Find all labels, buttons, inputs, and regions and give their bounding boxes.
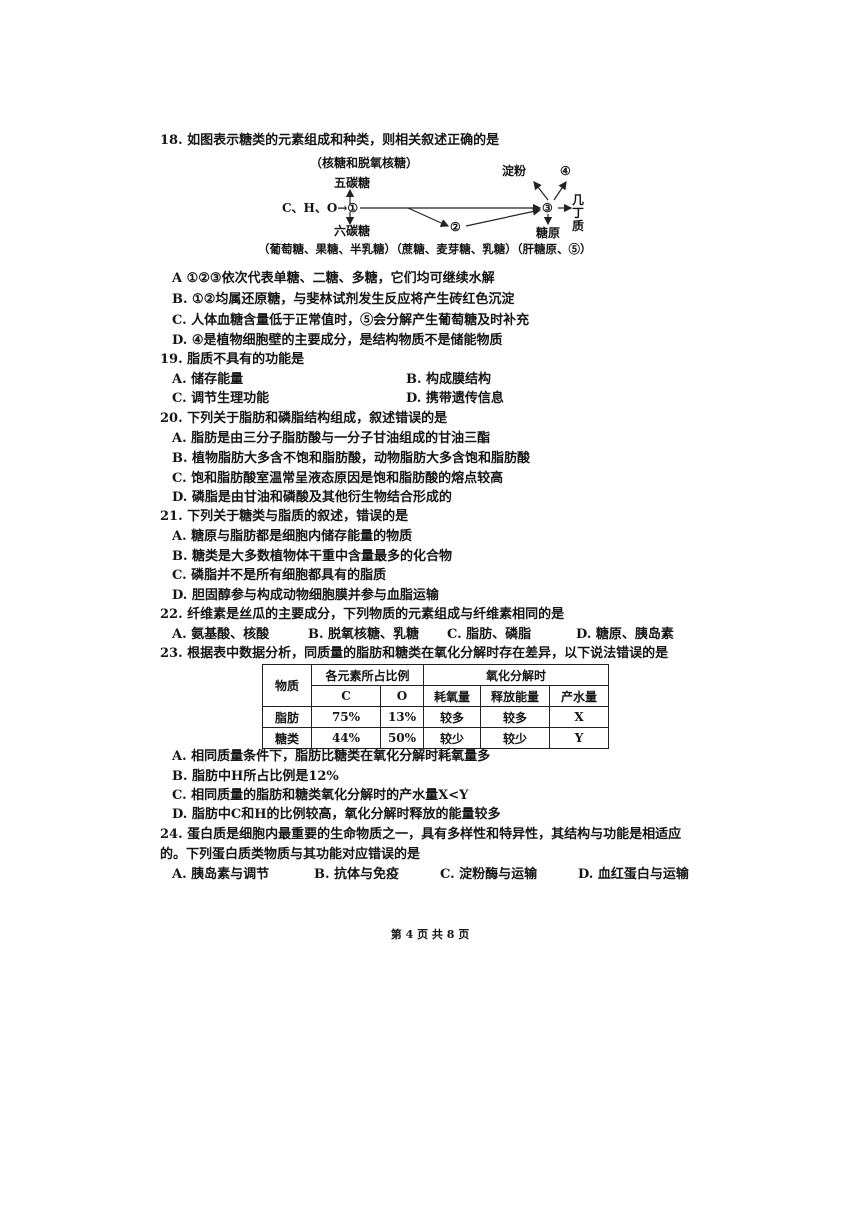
question-24-stem-line1: 24. 蛋白质是细胞内最重要的生命物质之一，具有多样性和特异性，其结构与功能是相… — [160, 827, 682, 842]
question-23-stem: 23. 根据表中数据分析，同质量的脂肪和糖类在氧化分解时存在差异，以下说法错误的… — [160, 646, 669, 661]
q23-option-d: D. 脂肪中C和H的比例较高，氧化分解时释放的能量较多 — [172, 807, 501, 822]
q21-option-d: D. 胆固醇参与构成动物细胞膜并参与血脂运输 — [172, 588, 439, 603]
q19-option-c: C. 调节生理功能 — [172, 391, 270, 406]
table-cell: 44% — [311, 727, 381, 749]
q20-option-a: A. 脂肪是由三分子脂肪酸与一分子甘油组成的甘油三酯 — [172, 431, 491, 446]
question-19-stem: 19. 脂质不具有的功能是 — [160, 352, 305, 367]
question-21-stem: 21. 下列关于糖类与脂质的叙述，错误的是 — [160, 509, 409, 524]
diagram-arrows — [345, 181, 573, 227]
q23-option-b: B. 脂肪中H所占比例是12% — [172, 769, 339, 784]
table-row: 脂肪 75% 13% 较多 较多 X — [262, 706, 609, 728]
table-header-oxidation: 氧化分解时 — [423, 664, 609, 686]
q24-option-a: A. 胰岛素与调节 — [172, 867, 270, 882]
q19-option-d: D. 携带遗传信息 — [406, 391, 504, 406]
arrow-to-starch — [533, 181, 549, 201]
diagram-starch: 淀粉 — [502, 164, 527, 178]
arrow-to-4 — [553, 181, 567, 201]
diagram-bottom-note: （葡萄糖、果糖、半乳糖）（蔗糖、麦芽糖、乳糖）（肝糖原、⑤） — [258, 242, 592, 256]
table-cell: 脂肪 — [262, 706, 312, 728]
table-header-energy: 释放能量 — [480, 685, 550, 707]
table-row: 糖类 44% 50% 较少 较少 Y — [262, 727, 609, 749]
table-cell: 较多 — [423, 706, 481, 728]
q18-option-b: B. ①②均属还原糖，与斐林试剂发生反应将产生砖红色沉淀 — [172, 292, 515, 307]
question-18-stem: 18. 如图表示糖类的元素组成和种类，则相关叙述正确的是 — [160, 133, 500, 148]
question-24-stem-line2: 的。下列蛋白质类物质与其功能对应错误的是 — [160, 847, 421, 862]
q19-option-b: B. 构成膜结构 — [406, 372, 492, 387]
table-cell: 75% — [311, 706, 381, 728]
table-header-o2: 耗氧量 — [423, 685, 481, 707]
q21-option-a: A. 糖原与脂肪都是细胞内储存能量的物质 — [172, 529, 413, 544]
q20-option-d: D. 磷脂是由甘油和磷酸及其他衍生物结合形成的 — [172, 490, 452, 505]
arrow-2-to-3 — [465, 207, 542, 227]
diagram-pentose: 五碳糖 — [334, 176, 371, 190]
sugar-diagram: （核糖和脱氧核糖） 五碳糖 C、H、O→① 六碳糖 ② ③ 淀粉 ④ 几丁质 糖… — [258, 150, 598, 260]
table-header-water: 产水量 — [549, 685, 609, 707]
q20-option-b: B. 植物脂肪大多含不饱和脂肪酸，动物脂肪大多含饱和脂肪酸 — [172, 451, 531, 466]
q24-option-c: C. 淀粉酶与运输 — [440, 867, 538, 882]
q22-option-c: C. 脂肪、磷脂 — [447, 627, 532, 642]
q20-option-c: C. 饱和脂肪酸室温常呈液态原因是饱和脂肪酸的熔点较高 — [172, 471, 504, 486]
diagram-origin: C、H、O→① — [282, 201, 359, 215]
question-22-stem: 22. 纤维素是丝瓜的主要成分，下列物质的元素组成与纤维素相同的是 — [160, 607, 565, 622]
q23-option-c: C. 相同质量的脂肪和糖类氧化分解时的产水量X<Y — [172, 788, 469, 803]
table-cell: 50% — [380, 727, 424, 749]
q18-option-c: C. 人体血糖含量低于正常值时，⑤会分解产生葡萄糖及时补充 — [172, 313, 530, 328]
q21-option-b: B. 糖类是大多数植物体干重中含量最多的化合物 — [172, 549, 453, 564]
q24-option-d: D. 血红蛋白与运输 — [578, 867, 689, 882]
table-header-o: O — [380, 685, 424, 707]
arrow-to-2 — [407, 207, 450, 227]
diagram-node-2: ② — [450, 220, 461, 234]
question-20-stem: 20. 下列关于脂肪和磷脂结构组成，叙述错误的是 — [160, 411, 448, 426]
q18-option-a: A ①②③依次代表单糖、二糖、多糖，它们均可继续水解 — [172, 271, 495, 286]
q22-option-d: D. 糖原、胰岛素 — [576, 627, 674, 642]
table-cell: 13% — [380, 706, 424, 728]
table-header-ratio: 各元素所占比例 — [311, 664, 424, 686]
diagram-node-3: ③ — [542, 201, 553, 215]
diagram-glycogen: 糖原 — [536, 226, 561, 240]
diagram-top-note: （核糖和脱氧核糖） — [310, 156, 419, 170]
table-cell: X — [549, 706, 609, 728]
q18-option-d: D. ④是植物细胞壁的主要成分，是结构物质不是储能物质 — [172, 333, 503, 348]
page-footer: 第 4 页 共 8 页 — [390, 928, 470, 941]
table-cell: Y — [549, 727, 609, 749]
diagram-hexose: 六碳糖 — [334, 224, 371, 238]
q21-option-c: C. 磷脂并不是所有细胞都具有的脂质 — [172, 568, 387, 583]
table-cell: 糖类 — [262, 727, 312, 749]
table-cell: 较少 — [423, 727, 481, 749]
diagram-node-4: ④ — [560, 164, 571, 178]
fat-sugar-table: 物质 各元素所占比例 氧化分解时 C O 耗氧量 释放能量 产水量 脂肪 75%… — [262, 664, 609, 749]
q23-option-a: A. 相同质量条件下，脂肪比糖类在氧化分解时耗氧量多 — [172, 749, 491, 764]
table-header-substance: 物质 — [262, 664, 312, 707]
q19-option-a: A. 储存能量 — [172, 372, 244, 387]
q22-option-b: B. 脱氧核糖、乳糖 — [308, 627, 420, 642]
table-cell: 较多 — [480, 706, 550, 728]
q22-option-a: A. 氨基酸、核酸 — [172, 627, 270, 642]
table-header-c: C — [311, 685, 381, 707]
table-cell: 较少 — [480, 727, 550, 749]
diagram-chitin: 几丁质 — [572, 193, 585, 233]
q24-option-b: B. 抗体与免疫 — [314, 867, 400, 882]
